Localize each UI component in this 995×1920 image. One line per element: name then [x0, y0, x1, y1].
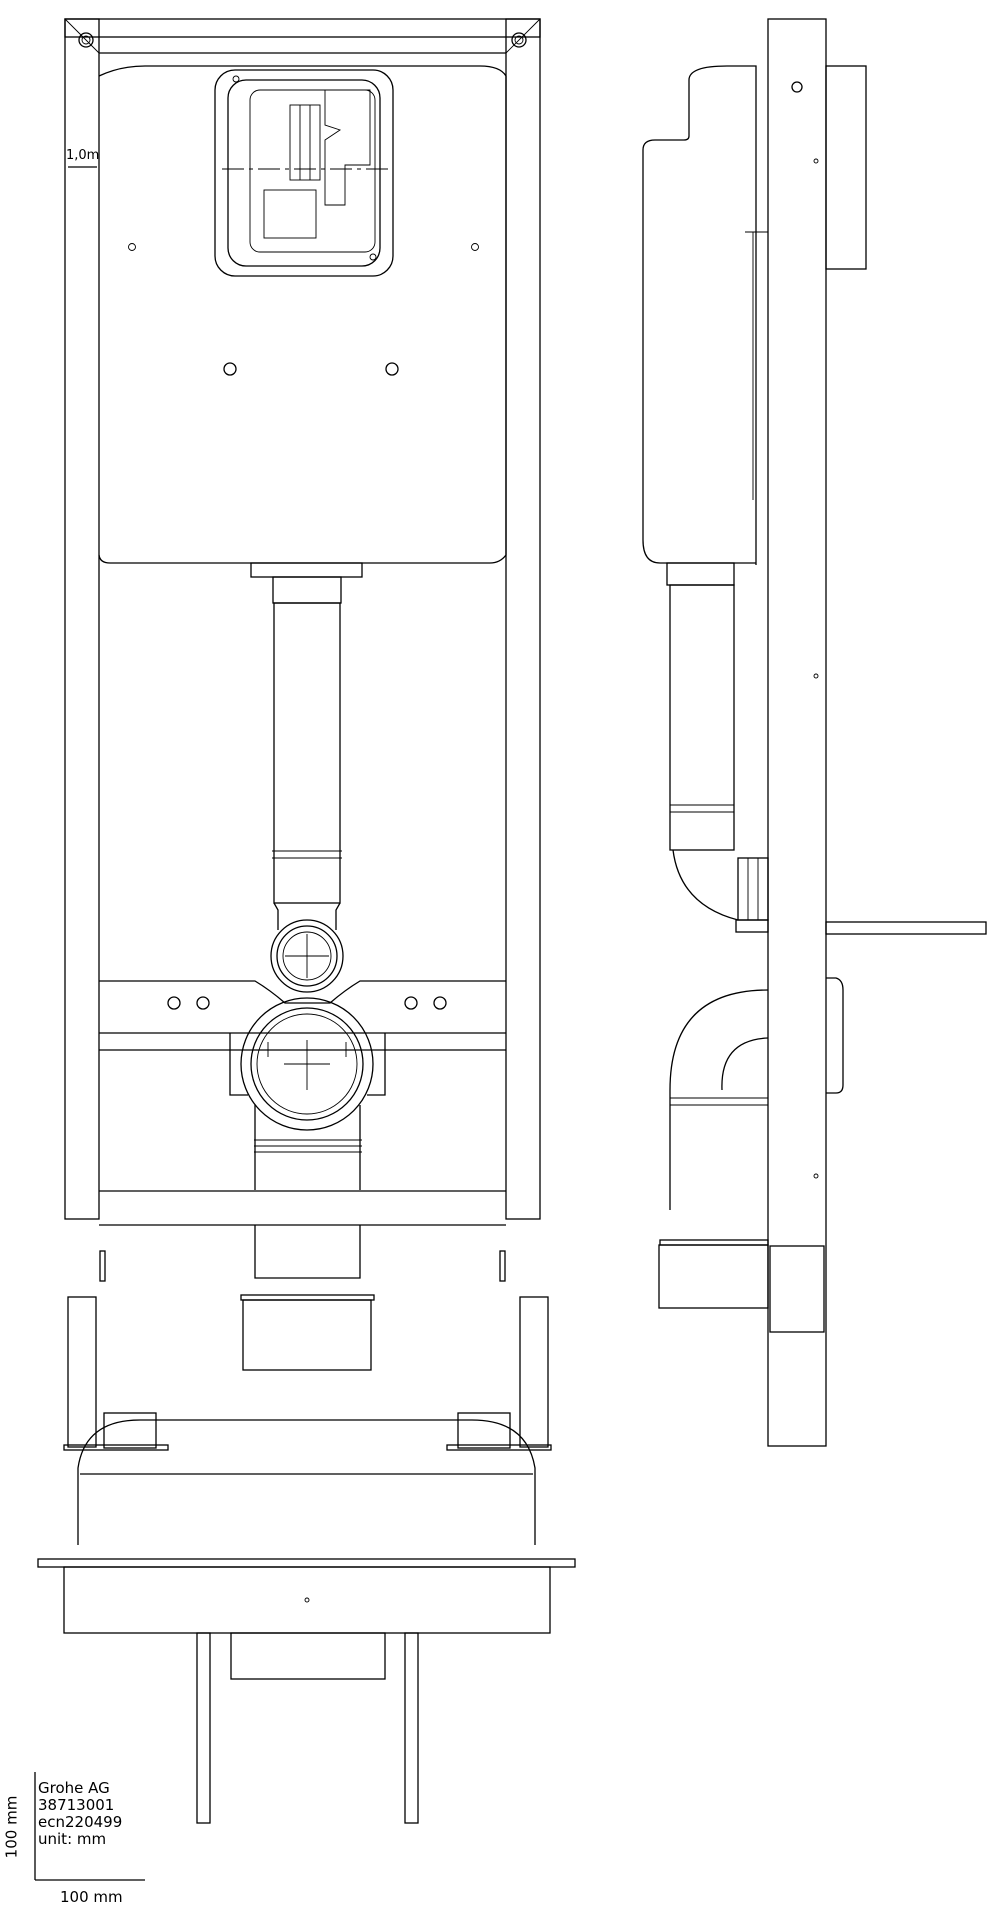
article-number-label: 38713001: [38, 1796, 115, 1814]
height-mark-label: 1,0m: [66, 148, 100, 163]
side-elevation: [642, 18, 987, 1447]
vertical-scale-label: 100 mm: [2, 1795, 21, 1859]
ecn-label: ecn220499: [38, 1813, 123, 1831]
scale-box: [34, 1772, 145, 1881]
front-elevation: [63, 18, 552, 1451]
horizontal-scale-label: 100 mm: [60, 1888, 123, 1906]
unit-label: unit: mm: [38, 1830, 107, 1848]
manufacturer-label: Grohe AG: [38, 1779, 110, 1797]
title-block: Grohe AG 38713001 ecn220499 unit: mm: [38, 1780, 122, 1848]
top-plan: [37, 1419, 576, 1824]
